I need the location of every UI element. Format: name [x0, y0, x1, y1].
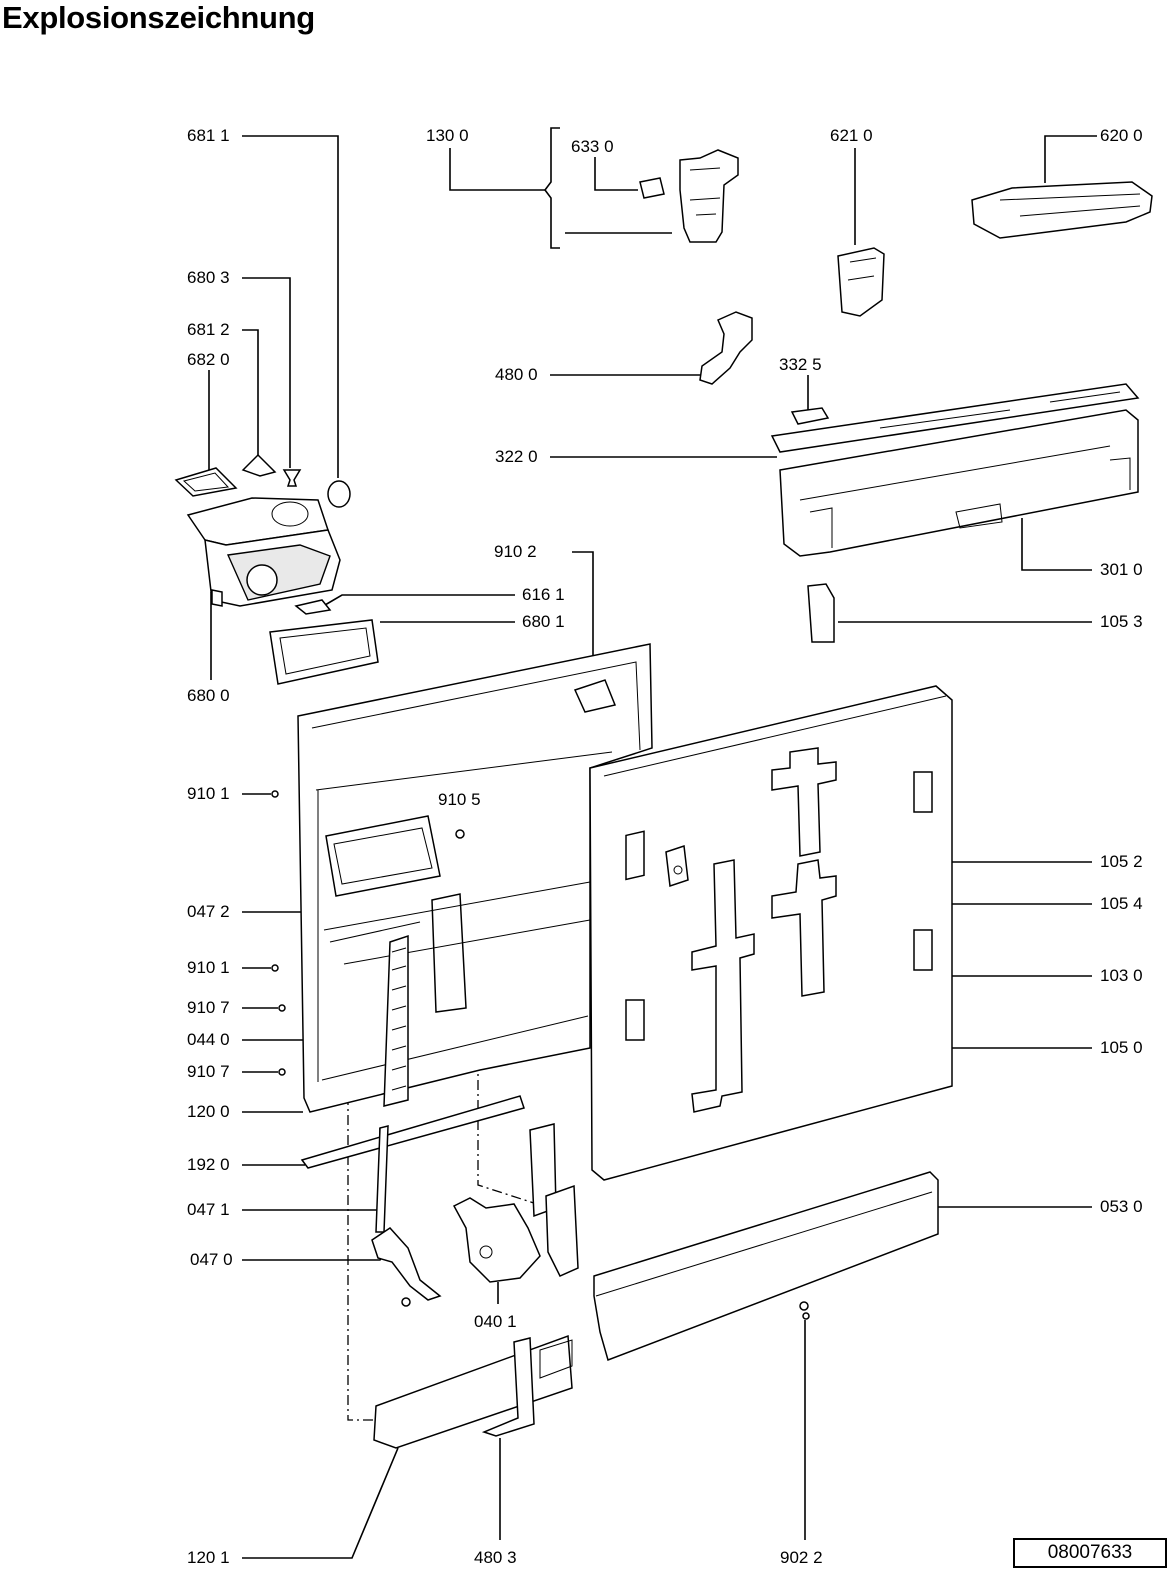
part-label-9102: 910 2 — [494, 542, 537, 561]
document-number-box: 08007633 — [1013, 1538, 1167, 1568]
part-label-4803: 480 3 — [474, 1548, 517, 1567]
part-label-6210: 621 0 — [830, 126, 873, 145]
part-label-4800: 480 0 — [495, 365, 538, 384]
part-label-1201: 120 1 — [187, 1548, 230, 1567]
part-label-6161: 616 1 — [522, 585, 565, 604]
part-label-6801: 680 1 — [522, 612, 565, 631]
outer-door-panel — [589, 685, 953, 1181]
part-label-6820: 682 0 — [187, 350, 230, 369]
part-label-1053: 105 3 — [1100, 612, 1143, 631]
part-label-0530: 053 0 — [1100, 1197, 1143, 1216]
part-label-1300: 130 0 — [426, 126, 469, 145]
part-label-9101b: 910 1 — [187, 958, 230, 977]
part-label-9107b: 910 7 — [187, 1062, 230, 1081]
part-label-1030: 103 0 — [1100, 966, 1143, 985]
part-label-6811: 681 1 — [187, 126, 230, 145]
part-label-1920: 192 0 — [187, 1155, 230, 1174]
part-label-6803: 680 3 — [187, 268, 230, 287]
part-label-0440: 044 0 — [187, 1030, 230, 1049]
part-label-9105: 910 5 — [438, 790, 481, 809]
detergent-dispenser — [174, 453, 379, 685]
control-panel — [770, 383, 1140, 643]
part-label-3220: 322 0 — [495, 447, 538, 466]
part-label-9107a: 910 7 — [187, 998, 230, 1017]
part-label-9022: 902 2 — [780, 1548, 823, 1567]
part-label-1050: 105 0 — [1100, 1038, 1143, 1057]
part-label-1052: 105 2 — [1100, 852, 1143, 871]
part-label-1200: 120 0 — [187, 1102, 230, 1121]
part-label-1054: 105 4 — [1100, 894, 1143, 913]
part-label-0471: 047 1 — [187, 1200, 230, 1219]
top-electronics — [639, 149, 1153, 425]
part-label-6330: 633 0 — [571, 137, 614, 156]
part-label-9101a: 910 1 — [187, 784, 230, 803]
page-title: Explosionszeichnung — [2, 0, 315, 35]
part-label-3010: 301 0 — [1100, 560, 1143, 579]
part-label-6200: 620 0 — [1100, 126, 1143, 145]
part-label-6812: 681 2 — [187, 320, 230, 339]
inner-door-frame — [271, 643, 653, 1169]
part-label-0472: 047 2 — [187, 902, 230, 921]
part-label-3325: 332 5 — [779, 355, 822, 374]
part-label-0470: 047 0 — [190, 1250, 233, 1269]
part-label-0401: 040 1 — [474, 1312, 517, 1331]
part-label-6800: 680 0 — [187, 686, 230, 705]
hinge-assembly — [371, 1123, 939, 1449]
